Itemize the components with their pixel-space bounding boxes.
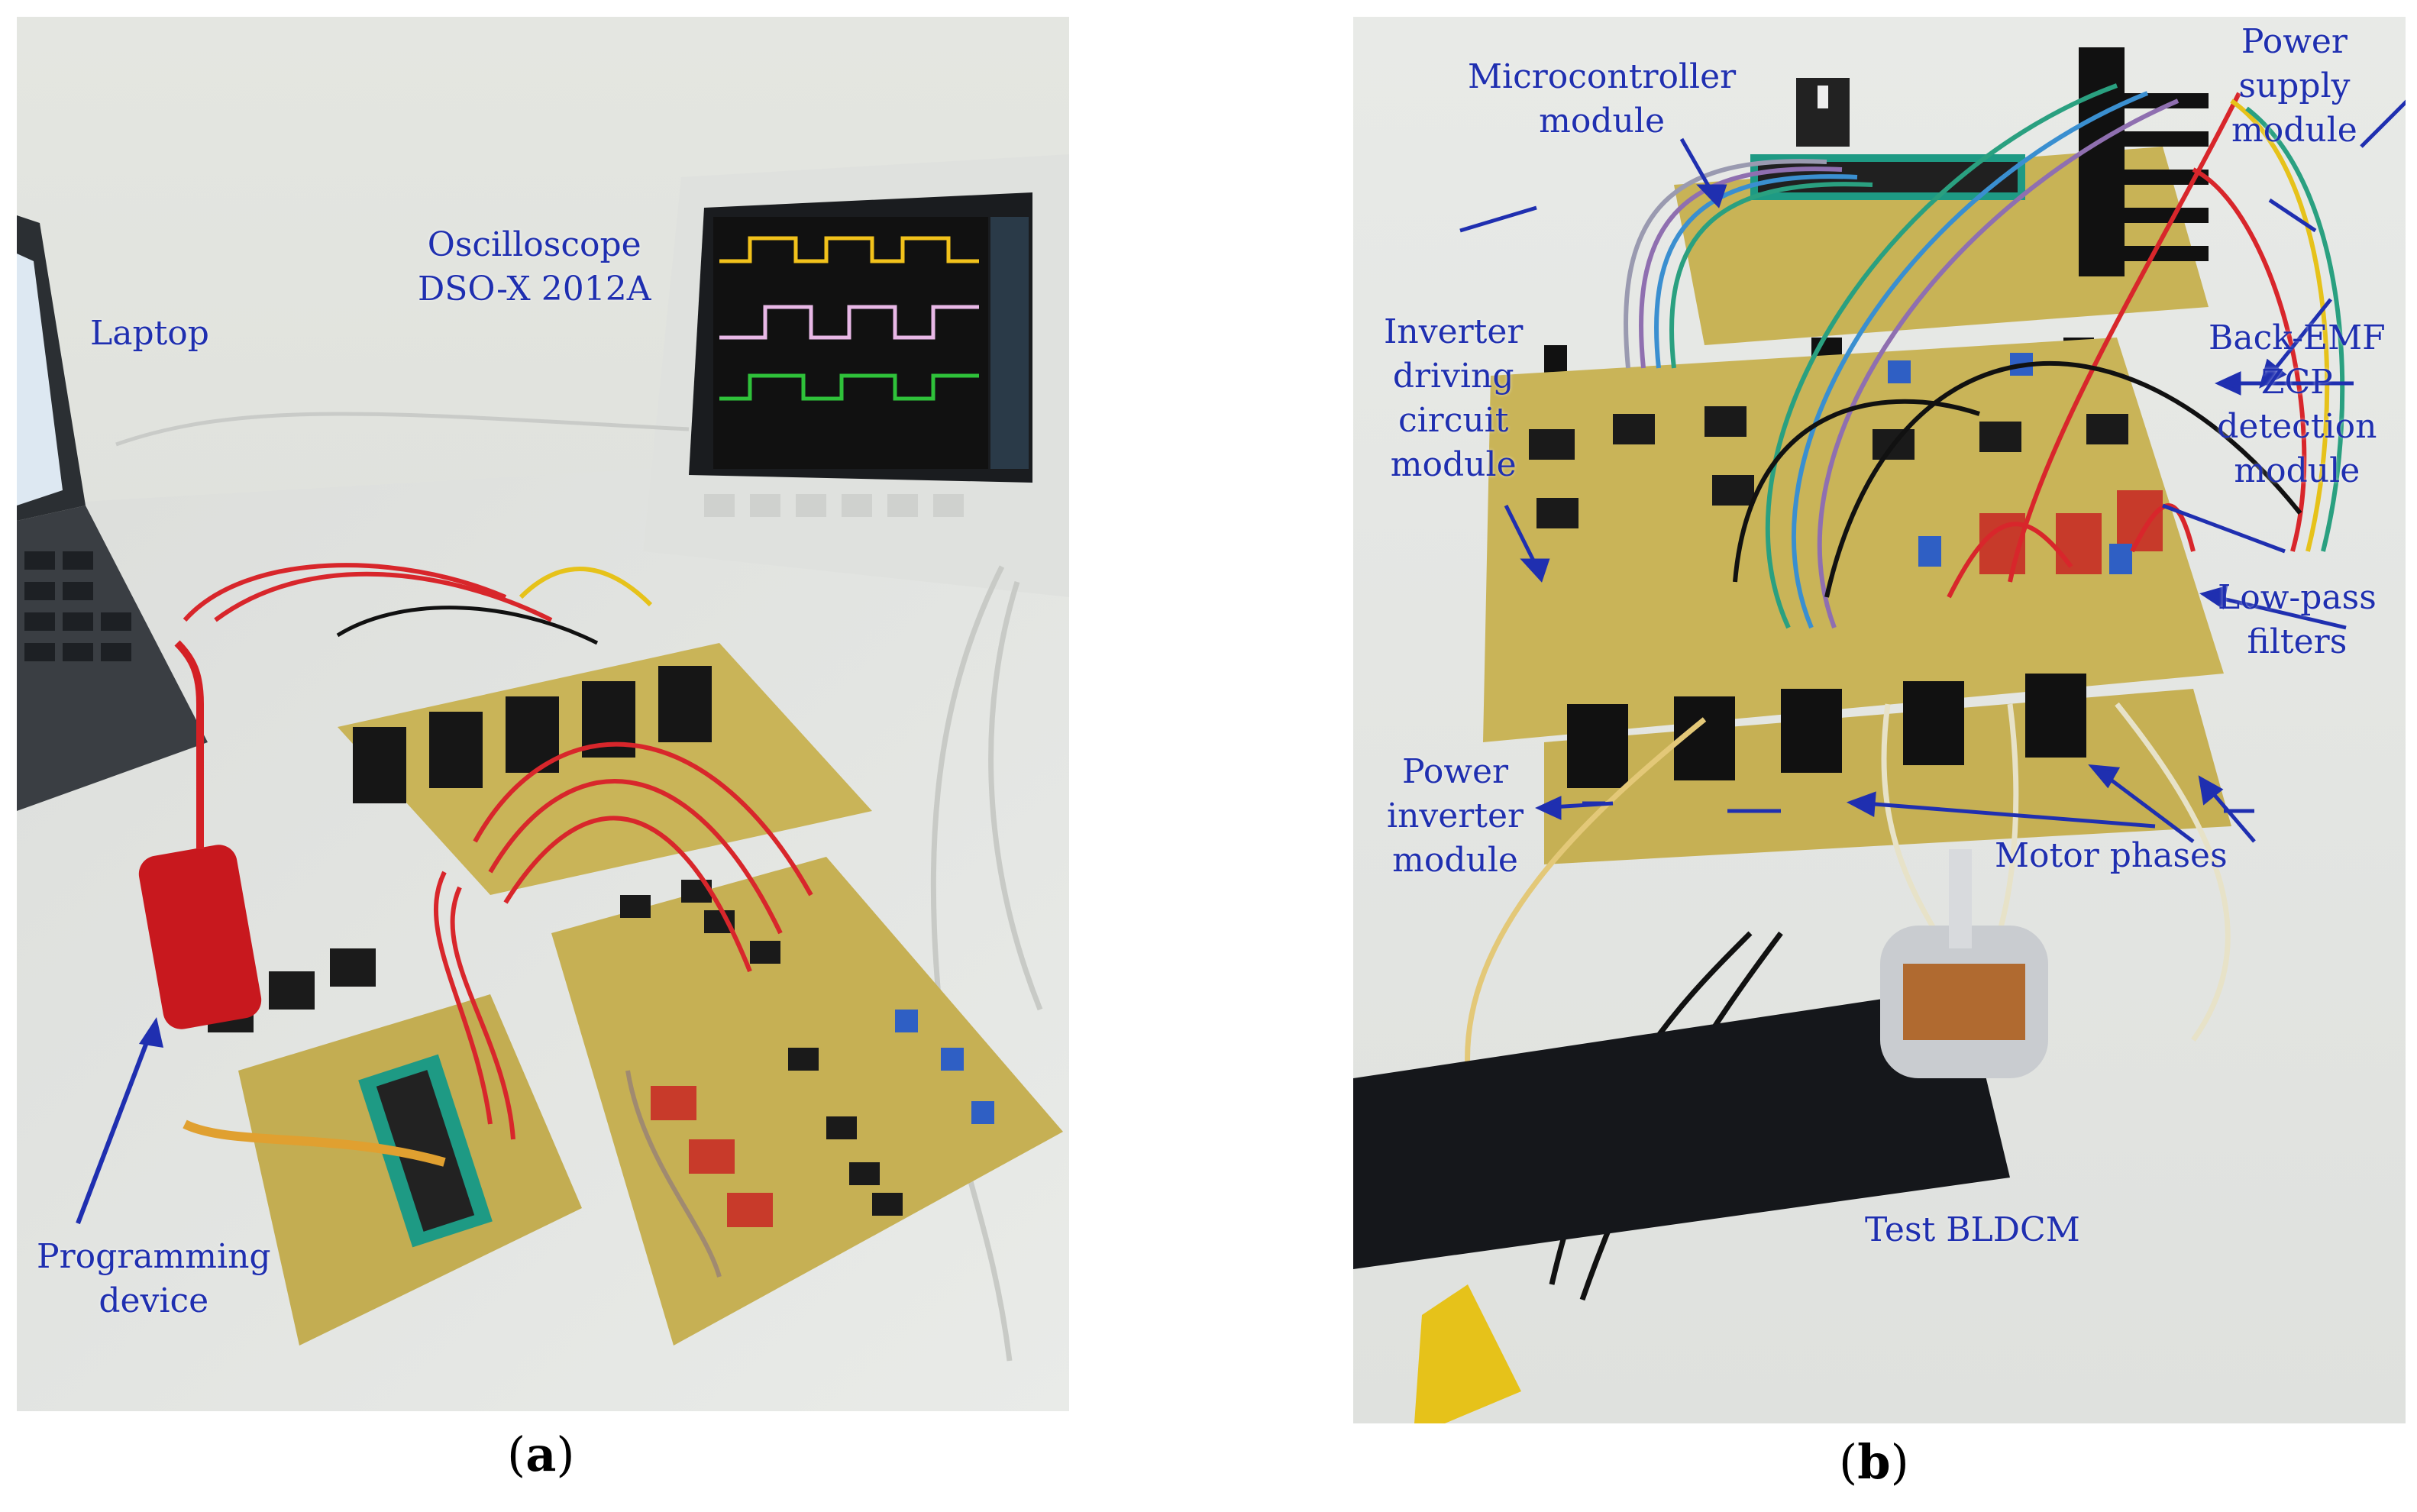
photo-panel-a: Laptop Oscilloscope DSO-X 2012A Programm… — [17, 17, 1069, 1411]
driver-board — [551, 857, 1063, 1346]
photo-panel-b: Microcontroller module Power supply modu… — [1353, 17, 2406, 1423]
annotation-arrows — [1459, 99, 2406, 843]
label-oscilloscope: Oscilloscope DSO-X 2012A — [418, 225, 651, 309]
caption-b: (b) — [1839, 1434, 1909, 1490]
photo-b-scene — [1353, 17, 2406, 1423]
label-back-emf-module: Back-EMF ZCP detection module — [2209, 318, 2386, 490]
label-power-supply-module: Power supply module — [2231, 22, 2357, 150]
laptop-body — [17, 215, 208, 811]
oscilloscope-device — [643, 154, 1069, 597]
caption-a: (a) — [507, 1426, 575, 1482]
label-programming-device: Programming device — [37, 1237, 271, 1320]
label-motor-phases: Motor phases — [1995, 836, 2228, 875]
wooden-base — [1353, 987, 2010, 1269]
photo-a-scene — [17, 17, 1069, 1411]
label-low-pass-filters: Low-pass filters — [2218, 578, 2377, 661]
label-microcontroller-module: Microcontroller module — [1468, 57, 1737, 141]
power-inverter-board — [338, 643, 872, 895]
label-laptop: Laptop — [90, 314, 209, 353]
driver-zcp-board — [1483, 338, 2224, 742]
programming-device — [138, 845, 262, 1029]
label-power-inverter-module: Power inverter module — [1387, 752, 1524, 880]
label-test-bldcm: Test BLDCM — [1865, 1210, 2080, 1249]
programming-arrow — [76, 1031, 153, 1225]
label-inverter-driving-module: Inverter driving circuit module — [1384, 312, 1524, 484]
yellow-clip — [1414, 1284, 1521, 1423]
